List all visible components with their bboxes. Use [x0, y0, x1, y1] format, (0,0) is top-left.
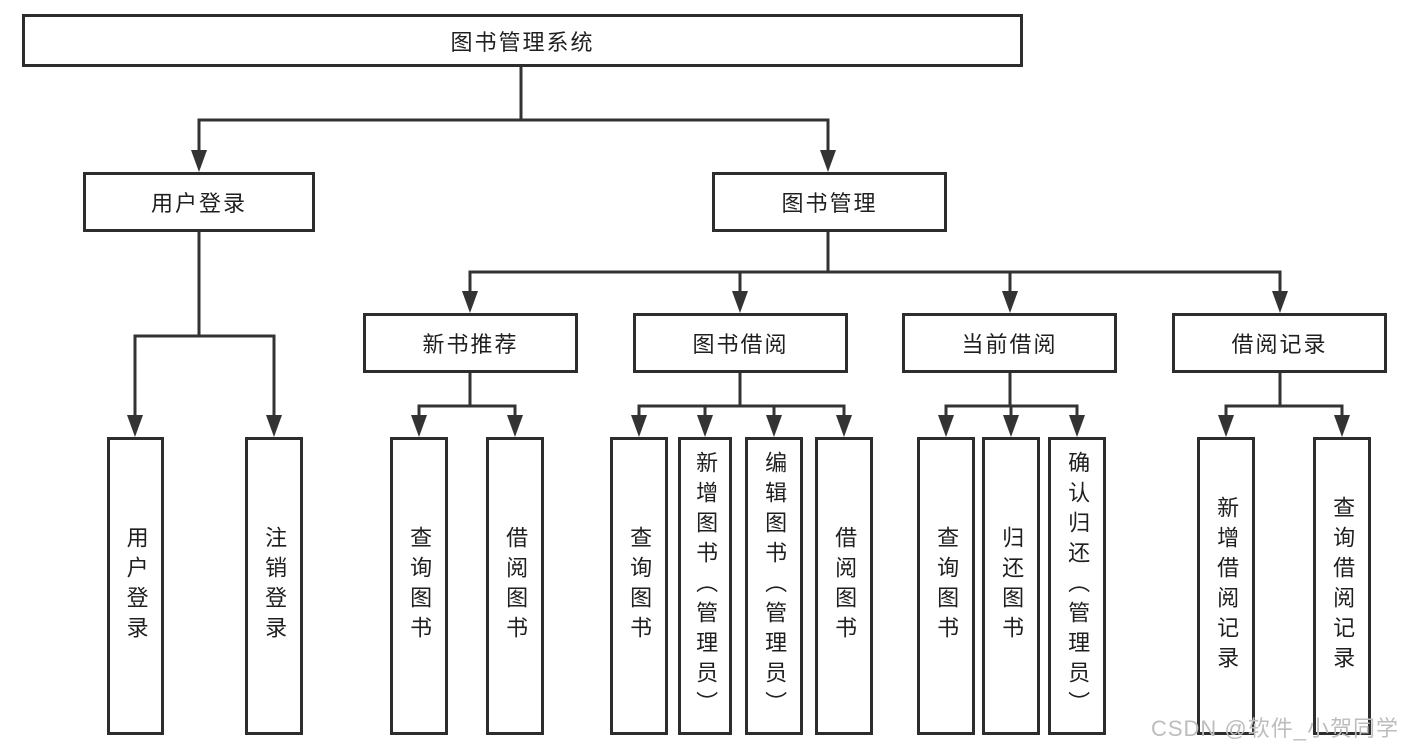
leaf-cb-return-books: 归还图书	[982, 437, 1040, 735]
node-new-book-recommend-label: 新书推荐	[422, 332, 519, 357]
node-borrowing-records-label: 借阅记录	[1231, 332, 1328, 357]
connector-user-login	[133, 230, 276, 419]
node-book-borrowing: 图书借阅	[633, 313, 848, 373]
leaf-cb-query-books-label: 查询图书	[934, 526, 960, 646]
node-user-login-label: 用户登录	[150, 191, 247, 216]
leaf-bb-add-book-admin-label: 新增图书（管理员）	[693, 451, 719, 721]
leaf-bb-query-books: 查询图书	[610, 437, 668, 735]
leaf-logout: 注销登录	[245, 437, 303, 735]
node-book-management-label: 图书管理	[781, 191, 878, 216]
leaf-br-query-record: 查询借阅记录	[1313, 437, 1371, 735]
leaf-bb-edit-book-admin-label: 编辑图书（管理员）	[762, 451, 788, 721]
leaf-cb-return-books-label: 归还图书	[999, 526, 1025, 646]
node-user-login: 用户登录	[83, 172, 315, 232]
connector-book-management	[468, 230, 1282, 295]
connector-borrowing-records	[1224, 371, 1344, 419]
node-new-book-recommend: 新书推荐	[363, 313, 578, 373]
leaf-br-add-record: 新增借阅记录	[1197, 437, 1255, 735]
arrowheads	[127, 150, 1350, 437]
node-root: 图书管理系统	[22, 14, 1023, 67]
leaf-bb-edit-book-admin: 编辑图书（管理员）	[745, 437, 803, 735]
leaf-br-add-record-label: 新增借阅记录	[1214, 496, 1240, 676]
csdn-watermark: CSDN @软件_小贺同学	[1150, 716, 1399, 741]
leaf-bb-add-book-admin: 新增图书（管理员）	[678, 437, 732, 735]
leaf-user-login-label: 用户登录	[123, 526, 149, 646]
leaf-cb-confirm-return-admin: 确认归还（管理员）	[1048, 437, 1106, 735]
leaf-nbr-query-books-label: 查询图书	[407, 526, 433, 646]
leaf-cb-query-books: 查询图书	[917, 437, 975, 735]
node-current-borrowing: 当前借阅	[902, 313, 1117, 373]
node-borrowing-records: 借阅记录	[1172, 313, 1387, 373]
connector-root	[197, 65, 830, 154]
node-book-management: 图书管理	[712, 172, 947, 232]
connector-current-borrowing	[944, 371, 1079, 419]
leaf-nbr-borrow-books-label: 借阅图书	[503, 526, 529, 646]
node-book-borrowing-label: 图书借阅	[692, 332, 789, 357]
leaf-br-query-record-label: 查询借阅记录	[1330, 496, 1356, 676]
leaf-user-login: 用户登录	[107, 437, 164, 735]
leaf-bb-borrow-books: 借阅图书	[815, 437, 873, 735]
leaf-bb-query-books-label: 查询图书	[627, 526, 653, 646]
node-current-borrowing-label: 当前借阅	[961, 332, 1058, 357]
leaf-nbr-query-books: 查询图书	[390, 437, 448, 735]
node-root-label: 图书管理系统	[450, 29, 595, 55]
connector-book-borrowing	[637, 371, 846, 419]
leaf-logout-label: 注销登录	[262, 526, 288, 646]
leaf-bb-borrow-books-label: 借阅图书	[832, 526, 858, 646]
leaf-cb-confirm-return-admin-label: 确认归还（管理员）	[1065, 451, 1091, 721]
leaf-nbr-borrow-books: 借阅图书	[486, 437, 544, 735]
connector-new-book-recommend	[417, 371, 517, 419]
